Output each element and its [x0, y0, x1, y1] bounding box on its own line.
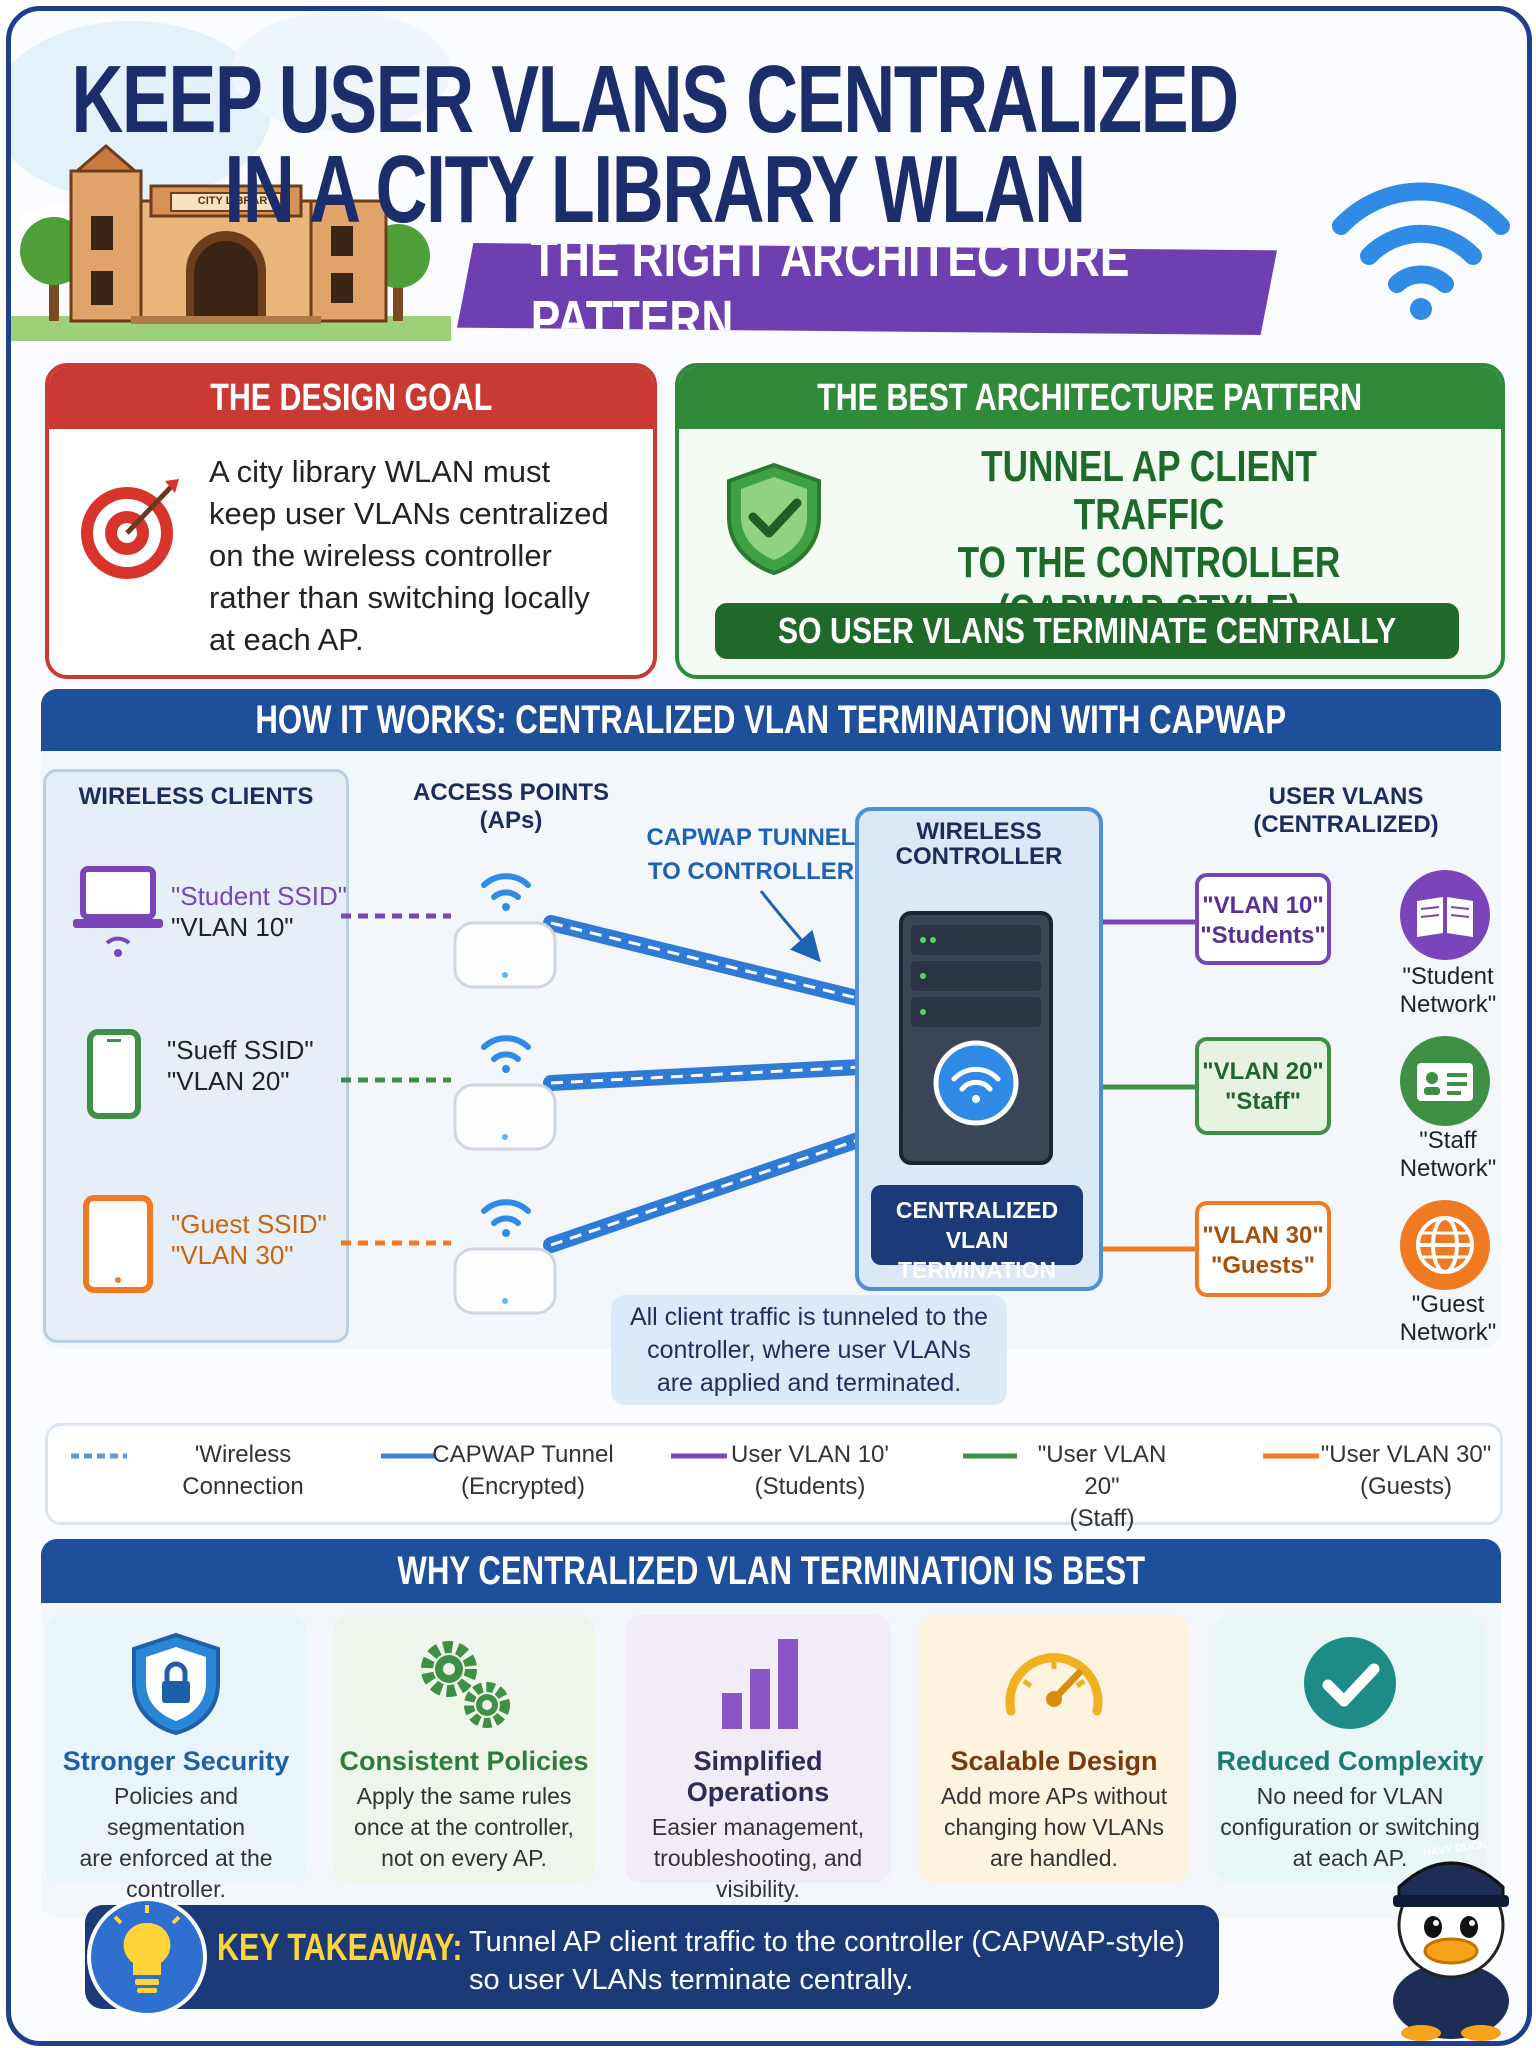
infographic-frame: CITY LIBRARY KEEP USER VLANS CENTRALIZED… — [6, 6, 1532, 2046]
capwap-tunnel-3 — [543, 1131, 869, 1253]
design-goal-heading: THE DESIGN GOAL — [49, 367, 653, 429]
gears-icon — [421, 1641, 510, 1728]
vlan-20-box: "VLAN 20""Staff" — [1195, 1037, 1331, 1135]
capwap-tunnel-2 — [543, 1059, 869, 1091]
clients-label: WIRELESS CLIENTS — [78, 783, 314, 810]
phone-icon — [87, 1029, 141, 1119]
client-3-text: "Guest SSID" "VLAN 30" — [171, 1209, 327, 1270]
best-pattern-heading: THE BEST ARCHITECTURE PATTERN — [679, 367, 1501, 429]
access-point-3 — [451, 1197, 561, 1322]
how-it-works-heading: HOW IT WORKS: CENTRALIZED VLAN TERMINATI… — [41, 689, 1501, 751]
card-stronger-security: Stronger Security Policies and segmentat… — [45, 1615, 307, 1902]
vlans-label: USER VLANS (CENTRALIZED) — [1253, 783, 1439, 838]
library-illustration — [11, 11, 451, 341]
page-title-line-1: KEEP USER VLANS CENTRALIZED — [71, 46, 1239, 153]
legend-vlan-30: "User VLAN 30"(Guests) — [1320, 1441, 1492, 1500]
legend — [45, 1423, 1503, 1525]
network-diagram-lines — [341, 890, 1197, 1253]
wifi-icon — [1332, 182, 1510, 320]
card-simplified-operations: Simplified Operations Easier management,… — [625, 1615, 891, 1902]
gauge-icon — [1005, 1653, 1103, 1716]
target-icon — [81, 479, 179, 579]
tablet-icon — [83, 1195, 153, 1293]
key-takeaway-bar — [85, 1905, 1219, 2009]
aps-label: ACCESS POINTS(APs) — [412, 779, 610, 834]
shield-lock-icon — [132, 1632, 220, 1736]
vlan-10-box: "VLAN 10""Students" — [1195, 873, 1331, 965]
bar-chart-icon — [722, 1639, 798, 1729]
best-pattern-subline: SO USER VLANS TERMINATE CENTRALLY — [715, 603, 1459, 659]
server-rack — [899, 911, 1053, 1165]
shield-check-icon — [727, 462, 821, 576]
legend-capwap: CAPWAP Tunnel(Encrypted) — [432, 1441, 614, 1500]
capwap-tunnel-1 — [543, 915, 869, 1007]
id-card-icon — [1400, 1036, 1490, 1126]
client-2-text: "Sueff SSID" "VLAN 20" — [167, 1035, 314, 1096]
vlan-30-box: "VLAN 30""Guests" — [1195, 1201, 1331, 1297]
best-pattern-box: THE BEST ARCHITECTURE PATTERN TUNNEL AP … — [675, 363, 1505, 679]
navy-duck-mascot — [1393, 1861, 1509, 2041]
globe-icon — [1400, 1200, 1490, 1290]
laptop-icon — [73, 866, 163, 957]
access-point-1 — [451, 871, 561, 996]
legend-wireless: 'Wireless Connection — [182, 1441, 304, 1500]
check-circle-icon — [1304, 1637, 1396, 1729]
legend-vlan-20: "User VLAN 20"(Staff) — [1037, 1441, 1167, 1532]
book-icon — [1400, 870, 1490, 960]
key-takeaway-label: KEY TAKEAWAY: — [217, 1927, 463, 1969]
page-title-line-2: IN A CITY LIBRARY WLAN — [224, 136, 1086, 243]
legend-swatches — [71, 1453, 1319, 1459]
card-consistent-policies: Consistent Policies Apply the same rules… — [333, 1615, 595, 1883]
access-point-2 — [451, 1033, 561, 1158]
subtitle-banner: THE RIGHT ARCHITECTURE PATTERN — [457, 243, 1277, 335]
library-sign: CITY LIBRARY — [197, 195, 275, 207]
why-heading: WHY CENTRALIZED VLAN TERMINATION IS BEST — [41, 1539, 1501, 1603]
client-1-text: "Student SSID" "VLAN 10" — [171, 881, 347, 942]
key-takeaway-text: Tunnel AP client traffic to the controll… — [469, 1926, 1185, 1996]
design-goal-text: A city library WLAN must keep user VLANs… — [209, 454, 609, 657]
design-goal-box: THE DESIGN GOAL A city library WLAN must… — [45, 363, 657, 679]
lightbulb-icon — [87, 1897, 207, 2017]
legend-vlan-10: User VLAN 10'(Students) — [731, 1441, 889, 1500]
